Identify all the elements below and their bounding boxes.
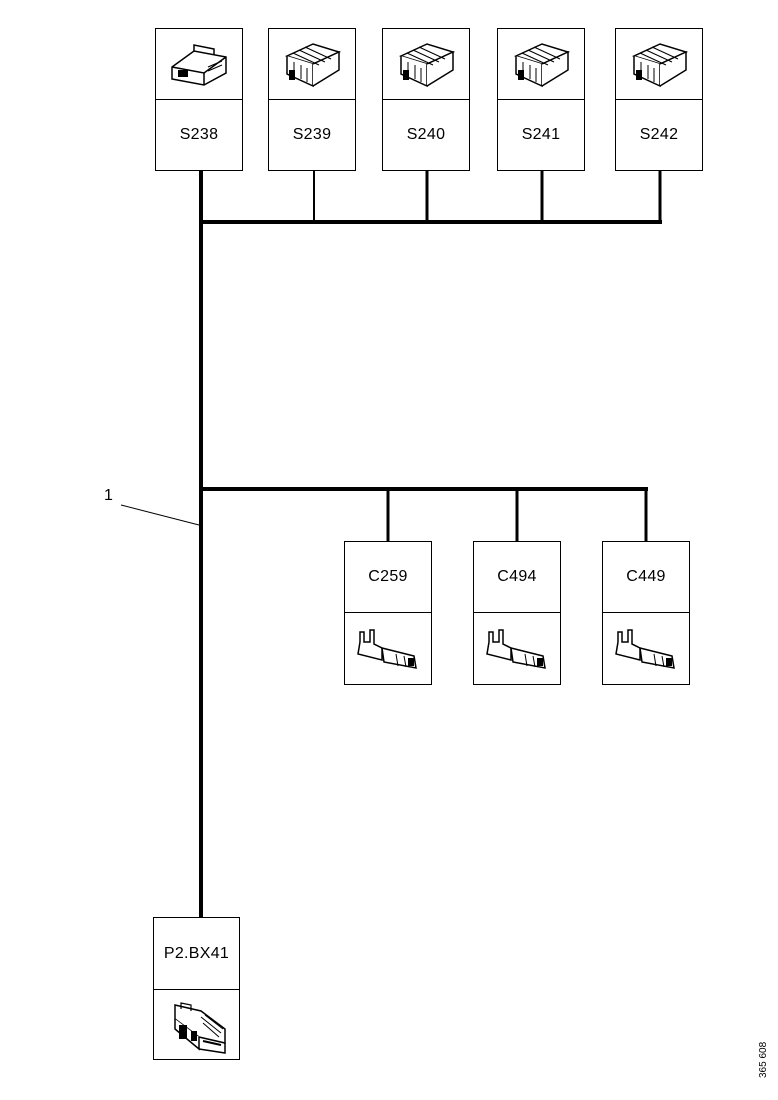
connector-c449-label: C449 (626, 568, 666, 585)
connector-block-icon (498, 29, 584, 99)
connector-p2-bx41[interactable]: P2.BX41 (153, 917, 240, 1060)
document-number: 365 608 (758, 1041, 769, 1078)
callout-number: 1 (104, 487, 113, 504)
connector-s242[interactable]: S242 (615, 28, 703, 171)
connector-s242-label: S242 (639, 126, 679, 143)
connector-housing-icon (156, 29, 242, 99)
connector-block-icon (616, 29, 702, 99)
multi-pin-connector-icon (154, 990, 239, 1059)
connector-c259-label: C259 (368, 568, 408, 585)
connector-c259[interactable]: C259 (344, 541, 432, 685)
connector-block-icon (383, 29, 469, 99)
connector-block-icon (269, 29, 355, 99)
terminal-pin-icon (603, 613, 689, 684)
callout-leader-line (120, 504, 200, 526)
connector-s240-label: S240 (406, 126, 446, 143)
connector-s238-label: S238 (179, 126, 219, 143)
connector-s238[interactable]: S238 (155, 28, 243, 171)
connector-c494-label: C494 (497, 568, 537, 585)
connector-c449[interactable]: C449 (602, 541, 690, 685)
terminal-pin-icon (345, 613, 431, 684)
connector-s239[interactable]: S239 (268, 28, 356, 171)
connector-s241[interactable]: S241 (497, 28, 585, 171)
terminal-pin-icon (474, 613, 560, 684)
connector-c494[interactable]: C494 (473, 541, 561, 685)
connector-s240[interactable]: S240 (382, 28, 470, 171)
connector-s239-label: S239 (292, 126, 332, 143)
connector-s241-label: S241 (521, 126, 561, 143)
connector-p2-bx41-label: P2.BX41 (163, 944, 230, 962)
